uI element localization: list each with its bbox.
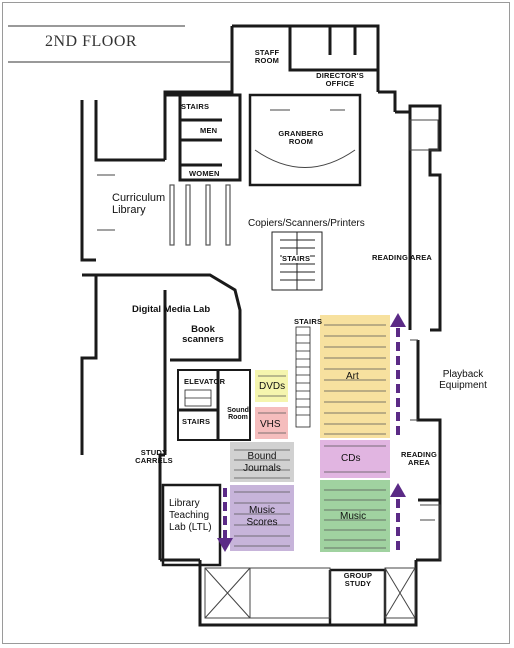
label-vhs: VHS xyxy=(260,419,281,430)
label-bound-journals: Bound Journals xyxy=(243,451,281,474)
stairs-column-graphic xyxy=(295,326,311,428)
label-cds: CDs xyxy=(341,453,361,464)
journal-score-shelves xyxy=(234,449,290,547)
zone-bound-journals xyxy=(230,442,294,482)
label-directors-office: DIRECTOR'S OFFICE xyxy=(316,71,364,88)
label-sound-room: Sound Room xyxy=(227,407,249,422)
details xyxy=(97,109,441,619)
label-curriculum-library: Curriculum Library xyxy=(112,192,166,216)
label-stairs-center: STAIRS xyxy=(282,254,311,263)
label-book-scanners: Book scanners xyxy=(182,324,224,345)
cd-shelves xyxy=(324,445,386,473)
zone-vhs xyxy=(255,407,288,439)
floor-title: 2ND FLOOR xyxy=(45,33,138,50)
label-copiers: Copiers/Scanners/Printers xyxy=(248,218,365,229)
label-music-scores: Music Scores xyxy=(246,505,278,528)
label-stairs-mid: STAIRS xyxy=(294,317,323,326)
label-reading-area-bottom: READING AREA xyxy=(401,450,437,467)
art-shelves xyxy=(324,324,386,435)
arrow-heads xyxy=(217,313,406,552)
zone-art xyxy=(320,315,390,438)
label-stairs-low: STAIRS xyxy=(182,417,211,426)
label-reading-area-top: READING AREA xyxy=(372,253,433,262)
label-men: MEN xyxy=(200,126,218,135)
label-staff-room: STAFF ROOM xyxy=(254,48,280,65)
dvd-vhs-shelves xyxy=(258,375,286,434)
shelving xyxy=(169,184,386,549)
label-women: WOMEN xyxy=(189,169,220,178)
label-study-carrels: STUDY CARRELS xyxy=(135,448,173,465)
label-playback-equipment: Playback Equipment xyxy=(439,369,487,391)
curriculum-shelves xyxy=(169,184,231,246)
label-granberg-room: GRANBERG ROOM xyxy=(278,129,324,146)
wayfinding-arrows xyxy=(223,325,400,550)
music-shelves xyxy=(324,489,386,549)
label-art: Art xyxy=(346,371,359,382)
map-frame xyxy=(2,2,510,644)
label-music: Music xyxy=(340,511,367,522)
label-dvds: DVDs xyxy=(259,381,286,392)
zone-music-scores xyxy=(230,485,294,551)
label-digital-media-lab: Digital Media Lab xyxy=(132,304,211,315)
label-group-study: GROUP STUDY xyxy=(343,571,373,588)
label-elevator: ELEVATOR xyxy=(184,377,226,386)
label-ltl: Library Teaching Lab (LTL) xyxy=(169,498,212,533)
label-stairs-top: STAIRS xyxy=(181,102,210,111)
zone-dvds xyxy=(255,370,288,402)
elevator-stairs-graphic xyxy=(184,389,212,407)
